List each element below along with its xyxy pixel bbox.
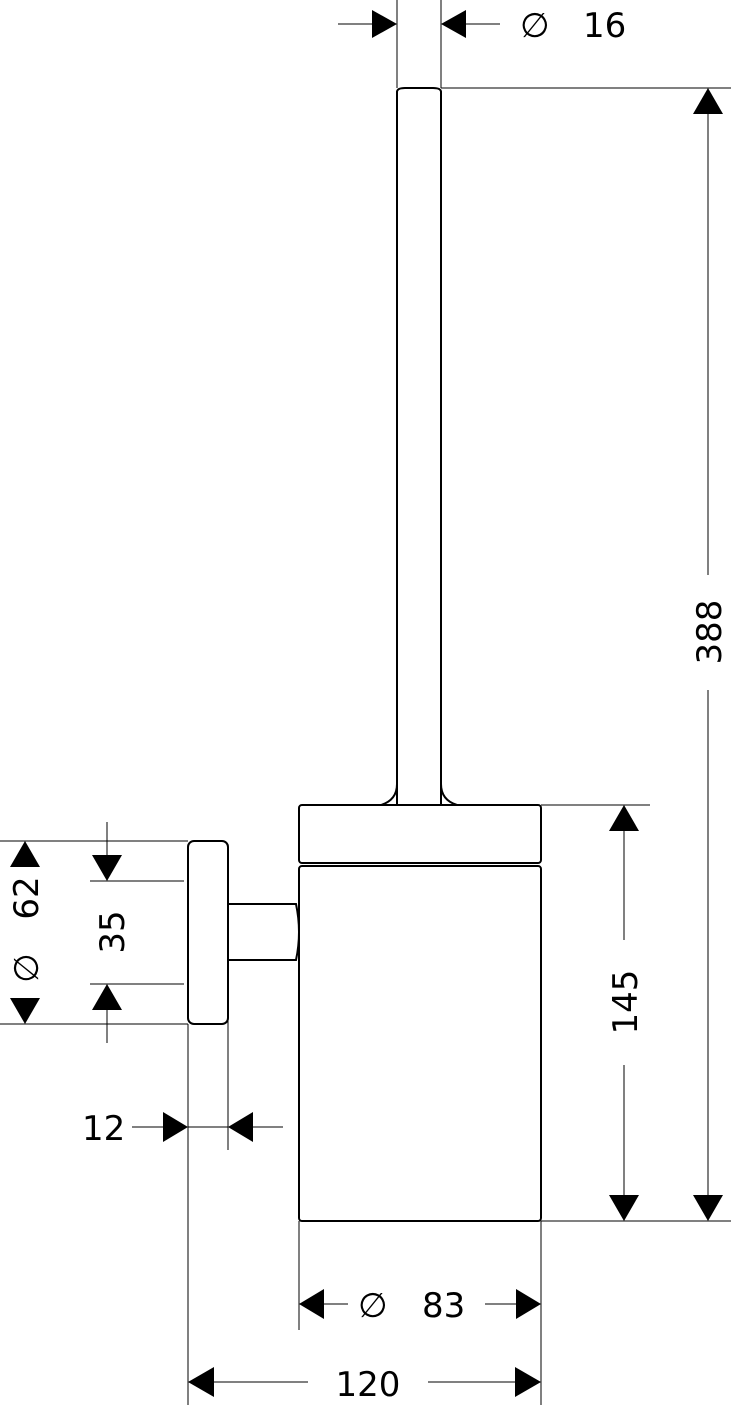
wall-rosette xyxy=(187,840,229,1025)
arrowhead-left xyxy=(299,1289,324,1319)
rosette-diameter-value: 62 xyxy=(7,876,47,919)
arrowhead-up xyxy=(92,984,122,1010)
handle-diameter-value: 16 xyxy=(583,6,626,46)
arrowhead-right xyxy=(372,10,397,38)
product-outline xyxy=(187,87,542,1222)
arrowhead-up xyxy=(693,88,723,114)
brush-handle xyxy=(396,87,442,806)
dim-handle-diameter: ∅ 16 xyxy=(338,6,626,46)
arrowhead-up xyxy=(609,805,639,831)
dim-overall-depth: 120 xyxy=(188,1365,541,1405)
arrowhead-down xyxy=(10,998,40,1024)
dim-rosette-depth: 12 xyxy=(82,1109,283,1149)
arrowhead-left xyxy=(441,10,466,38)
dim-rosette-offset: 35 xyxy=(92,822,133,1043)
dim-overall-height: 388 xyxy=(690,88,730,1221)
arrowhead-down xyxy=(693,1195,723,1221)
arrowhead-left xyxy=(228,1112,253,1142)
holder-lid xyxy=(298,804,542,864)
connecting-arm xyxy=(228,903,300,961)
holder-body xyxy=(298,865,542,1222)
arrowhead-down xyxy=(609,1195,639,1221)
rosette-diameter-symbol: ∅ xyxy=(7,953,47,983)
overall-height-value: 388 xyxy=(690,600,730,665)
dim-rosette-diameter: 62 ∅ xyxy=(7,841,47,1024)
arrowhead-right xyxy=(515,1367,541,1397)
arrowhead-right xyxy=(163,1112,188,1142)
arrowhead-right xyxy=(516,1289,541,1319)
arrowhead-left xyxy=(188,1367,214,1397)
rosette-depth-value: 12 xyxy=(82,1109,125,1149)
handle-flare xyxy=(380,783,458,806)
dim-holder-height: 145 xyxy=(606,805,646,1221)
arrowhead-up xyxy=(10,841,40,867)
arrowhead-down xyxy=(92,855,122,881)
overall-depth-value: 120 xyxy=(336,1365,401,1405)
dim-holder-diameter: ∅ 83 xyxy=(299,1286,541,1326)
rosette-offset-value: 35 xyxy=(93,910,133,953)
holder-height-value: 145 xyxy=(606,970,646,1035)
holder-diameter-symbol: ∅ xyxy=(358,1286,388,1326)
holder-diameter-value: 83 xyxy=(422,1286,465,1326)
handle-diameter-symbol: ∅ xyxy=(520,6,550,46)
